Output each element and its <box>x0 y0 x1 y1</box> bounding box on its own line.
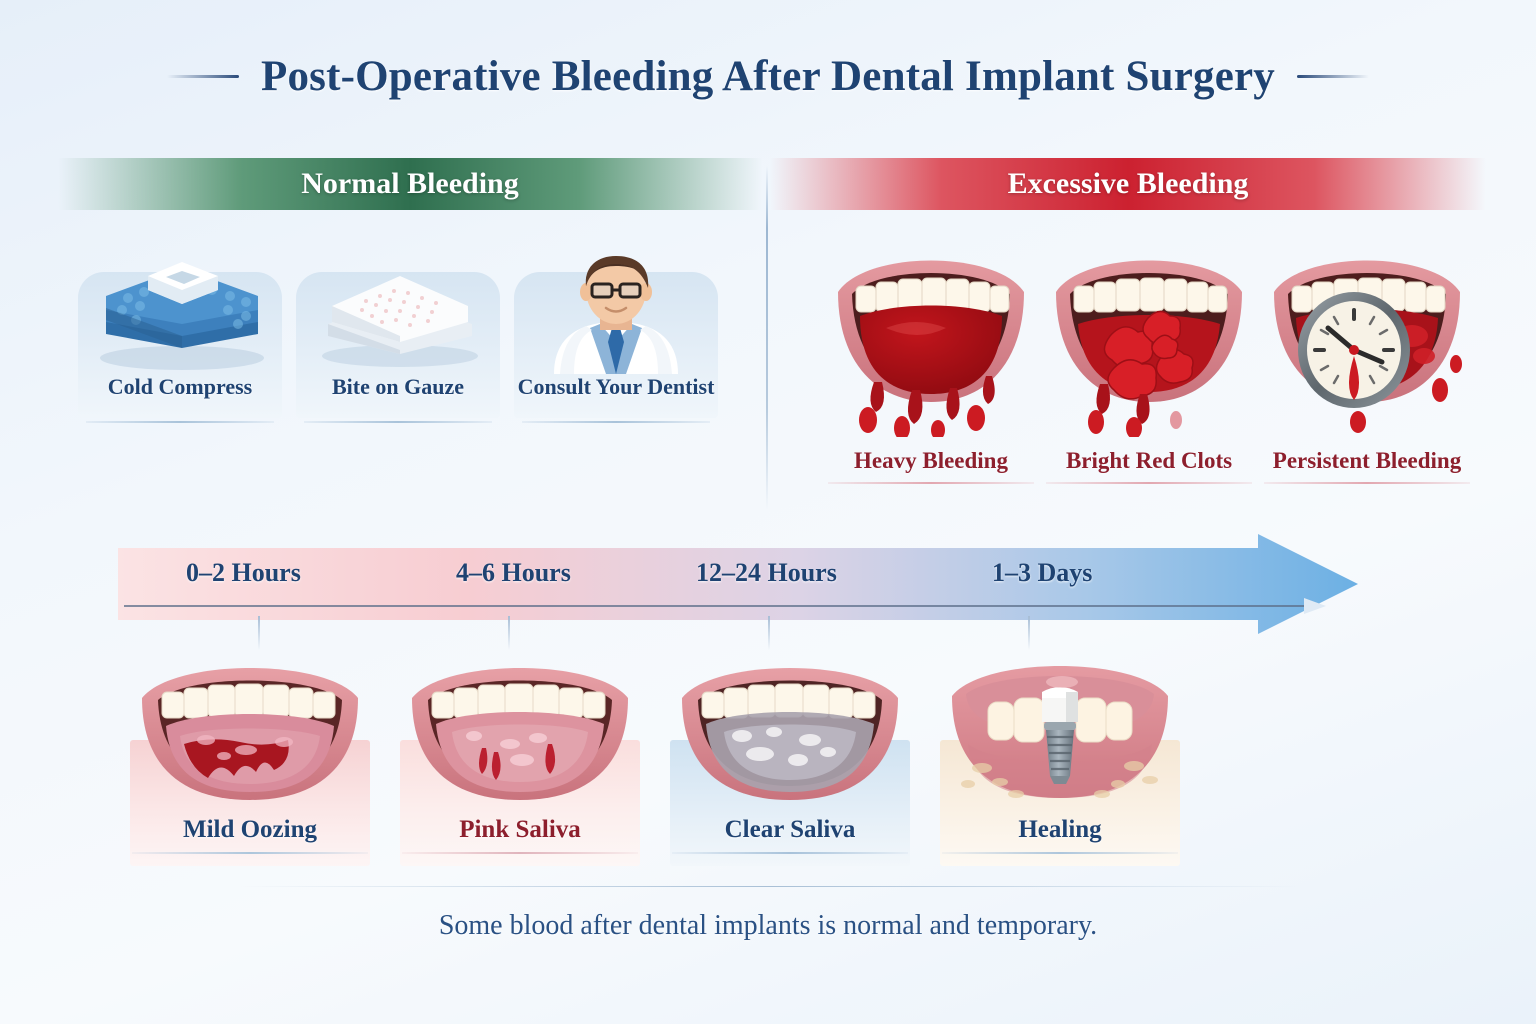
mouth-mild-oozing-icon <box>128 648 372 808</box>
mouth-blood-clots-icon <box>1044 232 1254 439</box>
card-bright-red-clots[interactable]: Bright Red Clots <box>1044 232 1254 500</box>
stage-underline <box>132 852 368 854</box>
card-heavy-bleeding[interactable]: Heavy Bleeding <box>826 232 1036 500</box>
timeline-tick-1 <box>508 616 510 650</box>
gauze-pad-icon <box>296 246 500 374</box>
timeline-label-0: 0–2 Hours <box>186 558 301 587</box>
card-label: Consult Your Dentist <box>517 374 715 399</box>
section-banner-excessive-label: Excessive Bleeding <box>1007 167 1249 200</box>
card-bite-on-gauze[interactable]: Bite on Gauze <box>296 246 500 423</box>
stage-card-clear-saliva[interactable]: Clear Saliva <box>662 648 918 866</box>
footer-divider <box>240 886 1300 887</box>
excessive-bleeding-card-row: Heavy Bleeding <box>826 232 1472 500</box>
mouth-pink-saliva-icon <box>398 648 642 808</box>
timeline-arrow <box>118 534 1358 634</box>
section-banner-excessive: Excessive Bleeding <box>770 158 1486 210</box>
card-label: Bright Red Clots <box>1065 448 1233 473</box>
timeline-label-3: 1–3 Days <box>992 558 1093 587</box>
stage-label: Healing <box>1018 816 1102 843</box>
card-underline <box>1046 482 1252 484</box>
timeline-stage-row: Mild Oozing <box>122 648 1370 866</box>
page-title-row: Post-Operative Bleeding After Dental Imp… <box>0 52 1536 101</box>
section-banner-normal: Normal Bleeding <box>58 158 762 210</box>
card-underline <box>86 421 274 423</box>
card-underline <box>1264 482 1470 484</box>
stage-card-mild-oozing[interactable]: Mild Oozing <box>122 648 378 866</box>
mouth-clear-saliva-icon <box>668 648 912 808</box>
card-cold-compress[interactable]: Cold Compress <box>78 246 282 423</box>
card-label: Persistent Bleeding <box>1272 448 1462 473</box>
stage-underline <box>402 852 638 854</box>
stage-label: Mild Oozing <box>182 816 318 843</box>
card-underline <box>522 421 710 423</box>
mouth-clock-bleeding-icon <box>1262 232 1472 437</box>
stage-underline <box>942 852 1178 854</box>
stage-underline <box>672 852 908 854</box>
card-persistent-bleeding[interactable]: Persistent Bleeding <box>1262 232 1472 500</box>
normal-bleeding-card-row: Cold Compress <box>78 246 718 423</box>
stage-label: Clear Saliva <box>724 816 856 843</box>
mouth-heavy-bleeding-icon <box>826 232 1036 440</box>
stage-card-pink-saliva[interactable]: Pink Saliva <box>392 648 648 866</box>
timeline-label-1: 4–6 Hours <box>456 558 571 587</box>
section-banner-normal-label: Normal Bleeding <box>301 167 519 200</box>
cold-compress-icon <box>78 246 282 374</box>
timeline-tick-2 <box>768 616 770 650</box>
timeline-tick-3 <box>1028 616 1030 650</box>
timeline-label-2: 12–24 Hours <box>696 558 837 587</box>
card-label: Bite on Gauze <box>332 374 464 399</box>
title-dash-left <box>166 75 239 78</box>
stage-card-healing[interactable]: Healing <box>932 648 1188 866</box>
stage-label: Pink Saliva <box>459 816 581 843</box>
card-underline <box>304 421 492 423</box>
card-underline <box>828 482 1034 484</box>
dentist-icon <box>514 246 718 374</box>
timeline-label-row: 0–2 Hours 4–6 Hours 12–24 Hours 1–3 Days <box>118 558 1358 650</box>
timeline-tick-0 <box>258 616 260 650</box>
dental-implant-healing-icon <box>938 648 1182 808</box>
title-dash-right <box>1297 75 1369 78</box>
page-title: Post-Operative Bleeding After Dental Imp… <box>260 53 1275 100</box>
card-consult-your-dentist[interactable]: Consult Your Dentist <box>514 246 718 423</box>
section-divider <box>766 166 768 511</box>
footer-note: Some blood after dental implants is norm… <box>438 910 1098 941</box>
card-label: Heavy Bleeding <box>854 448 1008 473</box>
card-label: Cold Compress <box>107 374 253 399</box>
